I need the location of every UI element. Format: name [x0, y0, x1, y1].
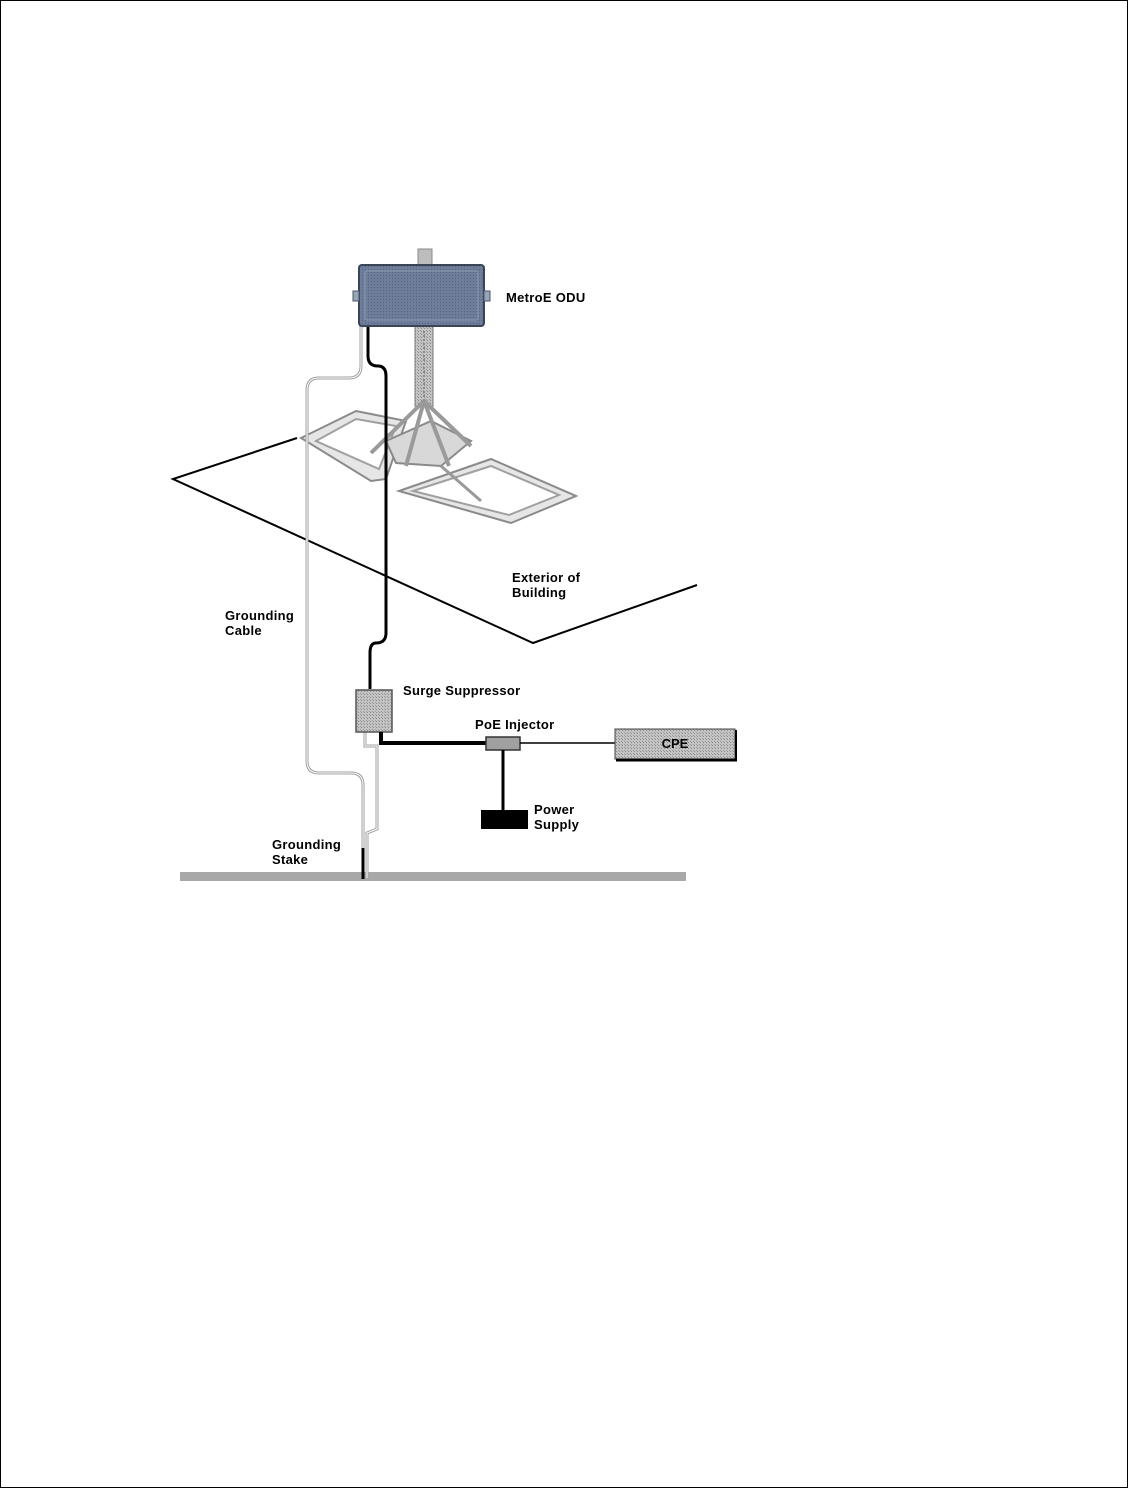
exterior-of-building-label: Exterior of Building [512, 570, 580, 600]
grounding-cable [307, 326, 363, 878]
power-supply-label: Power Supply [534, 802, 579, 832]
surge-suppressor-box [356, 690, 392, 732]
ethernet-cable-surge-poe [381, 732, 487, 743]
roof-mount-frame [301, 401, 576, 523]
poe-injector-label: PoE Injector [475, 717, 554, 732]
grounding-cable-label: Grounding Cable [225, 608, 294, 638]
grounding-stake-label: Grounding Stake [272, 837, 341, 867]
surge-suppressor-label: Surge Suppressor [403, 683, 521, 698]
odu-label: MetroE ODU [506, 290, 586, 305]
cpe-label: CPE [615, 729, 735, 759]
odu-enclosure [353, 265, 490, 326]
poe-injector-box [486, 737, 520, 750]
ethernet-cable-odu [368, 326, 386, 689]
ground-line [180, 872, 686, 881]
grounding-cable-inner [307, 326, 363, 878]
power-supply-box [481, 810, 528, 829]
